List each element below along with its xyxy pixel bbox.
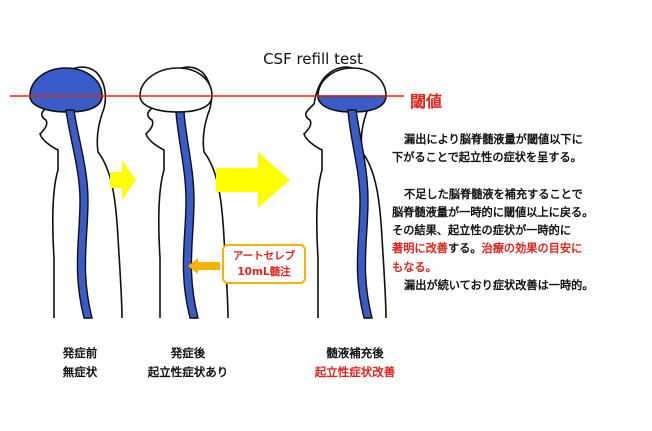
caption-line: 無症状 — [62, 365, 98, 379]
caption-after-onset: 発症後 起立性症状あり — [128, 344, 248, 382]
desc-text: する。 — [447, 242, 482, 256]
progress-arrow-1 — [110, 160, 136, 200]
caption-line: 起立性症状改善 — [314, 365, 396, 379]
desc-line: もなる。 — [392, 260, 437, 274]
desc-line: 漏出により脳脊髄液量が閾値以下に — [404, 133, 583, 146]
injection-arrow — [188, 258, 220, 274]
csf-spinal-column — [347, 109, 373, 319]
callout-line: 10mL髄注 — [237, 266, 291, 278]
description-text: 漏出により脳脊髄液量が閾値以下に 下がることで起立性の症状を呈する。 不足した脳… — [392, 131, 650, 295]
desc-line: その結果、起立性の症状が一時的に — [392, 224, 572, 238]
diagram-title: CSF refill test — [263, 50, 363, 68]
caption-before-onset: 発症前 無症状 — [40, 344, 120, 382]
progress-arrow-2 — [216, 152, 290, 208]
head-body-outline — [303, 66, 387, 319]
desc-line: 下がることで起立性の症状を呈する。 — [392, 151, 582, 165]
injection-callout: アートセレブ 10mL髄注 — [222, 244, 306, 284]
desc-line: 漏出が続いており症状改善は一時的。 — [404, 279, 594, 293]
csf-spinal-column-low — [175, 111, 199, 319]
csf-spinal-column — [65, 109, 93, 319]
highlight-text: 治療の効果の目安に — [481, 242, 583, 256]
desc-line: 脳脊髄液量が一時的に閾値以上に戻る。 — [392, 205, 594, 219]
caption-after-refill: 髄液補充後 起立性症状改善 — [290, 344, 420, 382]
figure-after-onset — [139, 66, 229, 319]
brain-empty — [139, 67, 213, 113]
callout-line: アートセレブ — [232, 250, 296, 262]
figure-after-refill — [303, 66, 387, 319]
csf-brain — [29, 67, 103, 113]
caption-line: 起立性症状あり — [147, 365, 229, 379]
caption-line: 発症後 — [170, 346, 206, 360]
threshold-label: 閾値 — [410, 92, 443, 111]
highlight-text: 著明に改善 — [392, 242, 448, 256]
caption-line: 髄液補充後 — [326, 346, 384, 360]
desc-line-highlight: 著明に改善する。治療の効果の目安に — [392, 240, 650, 258]
desc-line: 不足した脳脊髄液を補充することで — [404, 187, 583, 201]
caption-line: 発症前 — [62, 346, 98, 360]
figure-before-onset — [29, 66, 123, 319]
